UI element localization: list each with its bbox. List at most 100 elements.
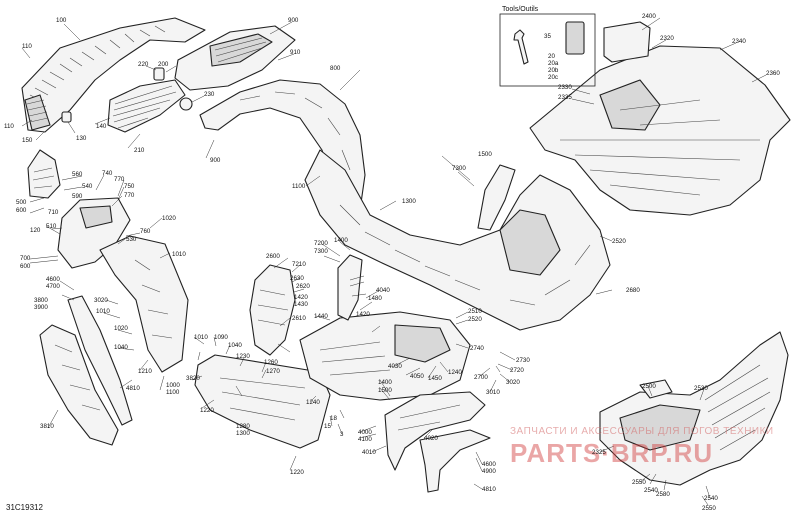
callout-label: 1300 (402, 198, 416, 205)
callout-label: 3900 (34, 304, 48, 311)
callout-label: 1240 (448, 369, 462, 376)
callout-label: 750 (124, 183, 135, 190)
callout-label: 1280 (236, 423, 250, 430)
callout-label: 800 (330, 65, 341, 72)
left-lower-fender-part (99, 235, 189, 373)
callout-label: 2700 (474, 374, 488, 381)
callout-label: 2520 (612, 238, 626, 245)
callout-label: 4020 (424, 435, 438, 442)
callout-label: 770 (114, 176, 125, 183)
tools-label-20a: 20a (548, 60, 559, 67)
callout-label: 15 (324, 423, 331, 430)
callout-label: 3020 (506, 379, 520, 386)
tools-box-title: Tools/Outils (502, 6, 539, 13)
callout-label: 1270 (266, 368, 280, 375)
callout-label: 1220 (290, 469, 304, 476)
callout-label: 1000 (166, 382, 180, 389)
callout-label: 740 (102, 170, 113, 177)
callout-label: 1010 (172, 251, 186, 258)
watermark-text-line2: PARTS·BRP.RU (510, 438, 713, 468)
callout-label: 900 (288, 17, 299, 24)
callout-label: 4810 (126, 385, 140, 392)
callout-label: 1210 (138, 368, 152, 375)
watermark: ЗАПЧАСТИ И АКСЕССУАРЫ ДЛЯ ПОГОВ ТЕХНИКИ … (510, 426, 774, 468)
rear-cargo-box-part (529, 45, 791, 216)
left-rocker-panel-part (39, 295, 133, 446)
callout-label: 4600 (482, 461, 496, 468)
callout-label: 1040 (114, 344, 128, 351)
callout-label: 760 (140, 228, 151, 235)
callout-label: 4700 (46, 283, 60, 290)
callout-label: 2520 (468, 316, 482, 323)
right-door-part (299, 311, 471, 401)
small-cover-part (61, 67, 193, 123)
callout-label: 2720 (510, 367, 524, 374)
callout-label: 7200 (314, 240, 328, 247)
callout-label: 4050 (410, 373, 424, 380)
tools-label-35: 35 (544, 33, 551, 40)
callout-labels: 100 110 110 150 140 130 220 200 210 230 … (4, 13, 780, 512)
callout-label: 1420 (294, 294, 308, 301)
callout-label: 530 (126, 236, 137, 243)
grille-part (107, 79, 186, 133)
callout-label: 600 (20, 263, 31, 270)
callout-label: 4000 (358, 429, 372, 436)
rear-tail-panel-part (599, 331, 789, 486)
callout-label: 2530 (694, 385, 708, 392)
callout-label: 900 (210, 157, 221, 164)
callout-label: 2330 (558, 84, 572, 91)
callout-label: 500 (16, 199, 27, 206)
callout-label: 2540 (704, 495, 718, 502)
callout-label: 2600 (266, 253, 280, 260)
left-door-part (194, 354, 331, 449)
callout-label: 3800 (34, 297, 48, 304)
callout-label: 2360 (766, 70, 780, 77)
callout-label: 2680 (626, 287, 640, 294)
callout-label: 1300 (236, 430, 250, 437)
callout-label: 1220 (200, 407, 214, 414)
callout-label: 220 (138, 61, 149, 68)
callout-label: 1420 (356, 311, 370, 318)
callout-label: 1090 (214, 334, 228, 341)
callout-label: 1010 (96, 308, 110, 315)
hood-part (174, 25, 296, 91)
callout-label: 4030 (388, 363, 402, 370)
callout-label: 2340 (732, 38, 746, 45)
callout-label: 1450 (428, 375, 442, 382)
callout-label: 7300 (314, 248, 328, 255)
callout-label: 600 (16, 207, 27, 214)
tools-label-20b: 20b (548, 67, 559, 74)
watermark-text-line1: ЗАПЧАСТИ И АКСЕССУАРЫ ДЛЯ ПОГОВ ТЕХНИКИ (510, 426, 774, 437)
callout-label: 540 (82, 183, 93, 190)
callout-label: 200 (158, 61, 169, 68)
callout-label: 1010 (194, 334, 208, 341)
callout-label: 110 (22, 43, 32, 50)
callout-label: 1260 (264, 359, 278, 366)
door-pillar-part (337, 254, 363, 321)
callout-label: 140 (96, 123, 107, 130)
front-corner-part (27, 149, 61, 199)
storage-bin-part (603, 21, 651, 63)
tools-label-20: 20 (548, 53, 555, 60)
callout-label: 110 (4, 123, 14, 130)
callout-label: 4810 (482, 486, 496, 493)
callout-label: 2500 (642, 383, 656, 390)
side-brace-part (477, 164, 516, 231)
callout-label: 100 (56, 17, 67, 24)
callout-label: 3810 (40, 423, 54, 430)
callout-label: 18 (330, 415, 337, 422)
callout-label: 560 (72, 171, 83, 178)
callout-label: 3010 (486, 389, 500, 396)
lower-right-panel-part (384, 391, 486, 471)
callout-label: 710 (48, 209, 59, 216)
callout-label: 130 (76, 135, 87, 142)
callout-label: 1020 (114, 325, 128, 332)
callout-label: 1100 (166, 389, 180, 396)
figure-id: 31C19312 (6, 503, 43, 512)
wrench-icon (513, 29, 529, 65)
callout-label: 1230 (236, 353, 250, 360)
left-fender-part (57, 197, 131, 269)
main-body-frame-part (304, 149, 611, 331)
callout-label: 1400 (378, 379, 392, 386)
tools-box: Tools/Outils 35 20 20a 20b 20c (499, 6, 596, 87)
